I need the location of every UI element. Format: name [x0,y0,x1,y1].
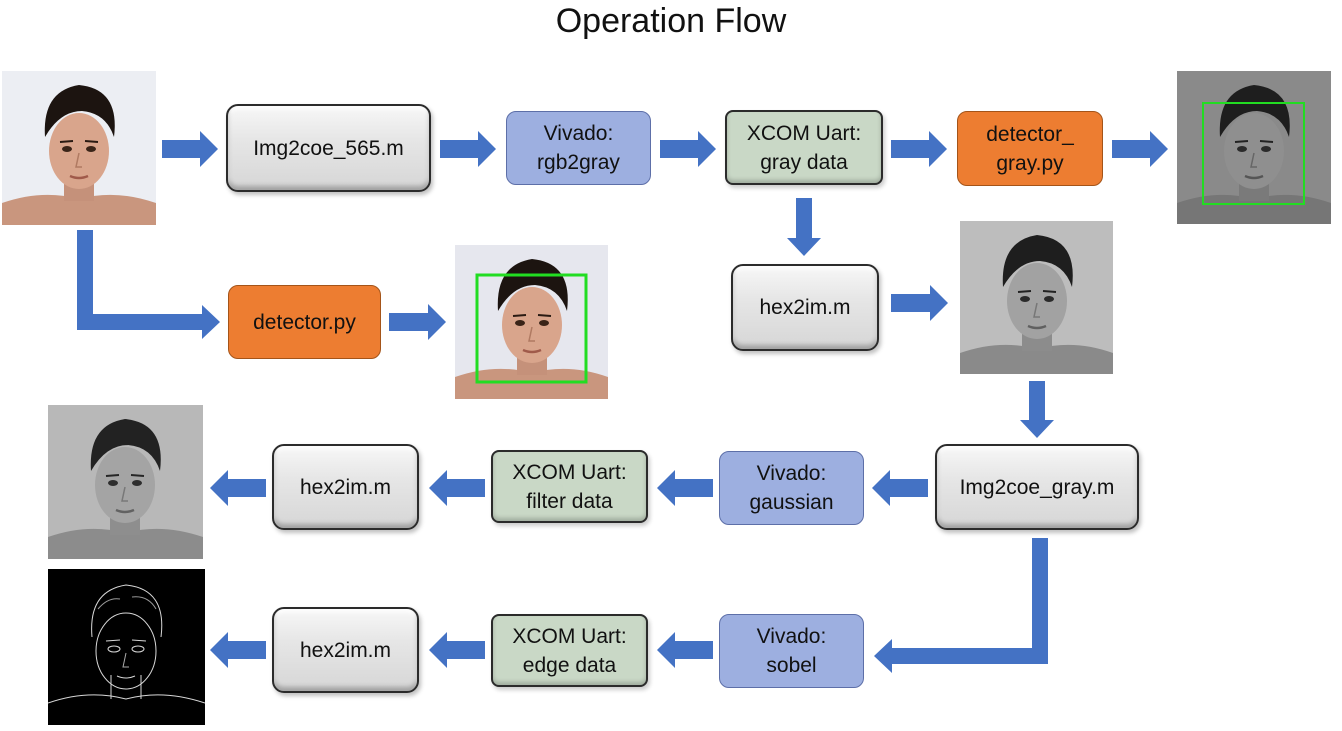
arrow-input-to-detector [77,230,220,339]
detector-box: detector.py [228,285,381,359]
arrow-detector-to-result [389,304,446,340]
hex2im-edge-box: hex2im.m [272,607,419,693]
arrow-detector-gray-to-result [1112,131,1168,167]
arrow-hex2im-to-edge-image [210,632,266,668]
arrow-hex2im-to-filtered-image [210,470,266,506]
detection-box-color [475,273,588,384]
xcom-gray-data-box: XCOM Uart: gray data [725,110,883,185]
detected-face-color-image [455,245,608,399]
xcom-filter-data-box: XCOM Uart: filter data [491,450,648,523]
arrow-input-to-img2coe [162,131,218,167]
arrow-xcom-to-detector-gray [891,131,947,167]
vivado-sobel-box: Vivado: sobel [719,614,864,688]
arrow-sobel-to-xcom-edge [657,632,713,668]
arrow-xcom-filter-to-hex2im [429,470,485,506]
gaussian-filtered-face-image [48,405,203,559]
arrow-grayimage-to-img2coe-gray [1020,381,1054,438]
diagram-title: Operation Flow [555,2,787,40]
input-color-face-image [2,71,156,225]
xcom-edge-data-box: XCOM Uart: edge data [491,614,648,687]
img2coe-565-box: Img2coe_565.m [226,104,431,192]
img2coe-gray-box: Img2coe_gray.m [935,444,1139,530]
vivado-rgb2gray-box: Vivado: rgb2gray [506,111,651,185]
arrow-xcom-edge-to-hex2im [429,632,485,668]
arrow-vivado-to-xcom [660,131,716,167]
arrow-img2coe-gray-to-sobel [874,538,1048,673]
sobel-edge-face-image [48,569,205,725]
arrow-xcom-to-hex2im [787,198,821,256]
detection-box-gray [1202,102,1305,205]
detected-face-gray-image [1177,71,1331,224]
vivado-gaussian-box: Vivado: gaussian [719,451,864,525]
hex2im-gray-box: hex2im.m [731,264,879,351]
arrow-img2coe-gray-to-gaussian [872,470,928,506]
arrow-gaussian-to-xcom-filter [657,470,713,506]
hex2im-filter-box: hex2im.m [272,444,419,530]
arrow-hex2im-to-grayimage [891,285,948,321]
detector-gray-box: detector_ gray.py [957,111,1103,186]
arrow-img2coe-to-vivado [440,131,496,167]
gray-face-image [960,221,1113,374]
